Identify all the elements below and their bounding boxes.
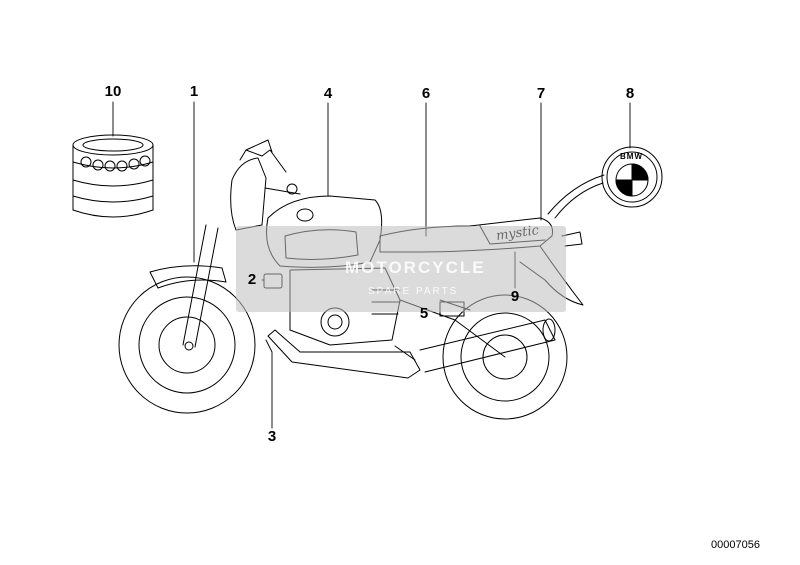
- callout-5: 5: [419, 305, 429, 322]
- bmw-badge: [547, 146, 663, 219]
- callout-4: 4: [323, 85, 333, 102]
- watermark-subtitle: SPARE PARTS: [368, 286, 459, 297]
- watermark-title: MOTORCYCLE: [345, 258, 486, 277]
- callout-6: 6: [421, 85, 431, 102]
- badge-letters: BMW: [620, 152, 643, 161]
- callout-2: 2: [247, 271, 257, 288]
- callout-7: 7: [536, 85, 546, 102]
- callout-8: 8: [625, 85, 635, 102]
- decal-roll: [72, 134, 154, 218]
- callout-1: 1: [189, 83, 199, 100]
- callout-9: 9: [510, 288, 520, 305]
- callout-10: 10: [104, 83, 122, 100]
- callout-3: 3: [267, 428, 277, 445]
- diagram-reference-code: 00007056: [711, 539, 760, 551]
- watermark-box: [236, 226, 566, 312]
- leader-lines: [112, 101, 631, 429]
